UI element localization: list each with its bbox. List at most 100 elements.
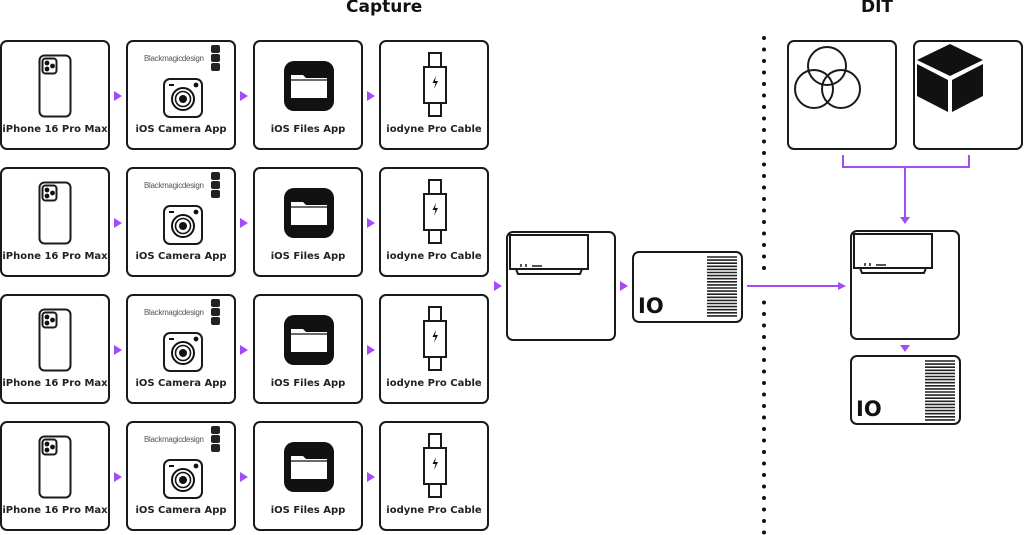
camera-app-icon xyxy=(163,459,203,499)
folder-icon xyxy=(284,188,334,238)
divider-dot xyxy=(762,93,766,98)
camera-app-icon xyxy=(163,205,203,245)
merge-connector xyxy=(842,155,970,168)
divider-dot xyxy=(762,519,766,523)
divider-dot xyxy=(762,496,766,500)
divider-dot xyxy=(762,427,766,431)
divider-dot xyxy=(762,530,766,535)
divider-dot xyxy=(762,323,766,328)
card-label: iOS Files App xyxy=(270,505,346,516)
capture-storage-card[interactable]: IO xyxy=(632,251,743,323)
brand-squares-icon xyxy=(211,172,220,198)
cable-card[interactable]: iodyne Pro Cable xyxy=(379,167,489,277)
card-label: iOS Files App xyxy=(270,378,346,389)
divider-dot xyxy=(762,358,766,362)
divider-dot xyxy=(762,300,766,305)
divider-dot xyxy=(762,243,766,247)
card-label: iodyne Pro Cable xyxy=(386,378,482,389)
brand-logo-text: Blackmagicdesign xyxy=(144,181,204,190)
iphone-card[interactable]: iPhone 16 Pro Max xyxy=(0,167,110,277)
divider-dot xyxy=(762,369,766,374)
cable-card[interactable]: iodyne Pro Cable xyxy=(379,294,489,404)
card-label: iodyne Pro Cable xyxy=(386,124,482,135)
divider-dot xyxy=(762,139,766,144)
divider-dot xyxy=(762,381,766,385)
color-grading-card[interactable] xyxy=(787,40,897,150)
usb-c-cable-icon xyxy=(423,179,447,244)
brand-logo-text: Blackmagicdesign xyxy=(144,54,204,63)
capture-computer-card[interactable] xyxy=(506,231,616,341)
folder-icon xyxy=(284,61,334,111)
divider-dot xyxy=(762,151,766,155)
iphone-icon xyxy=(38,181,72,245)
divider-dot xyxy=(762,220,766,224)
card-label: iPhone 16 Pro Max xyxy=(2,124,108,135)
flow-arrow xyxy=(367,218,375,228)
flow-arrow xyxy=(114,472,122,482)
storage-label: IO xyxy=(638,294,664,318)
camera-app-icon xyxy=(163,332,203,372)
divider-dot xyxy=(762,36,766,40)
card-label: iPhone 16 Pro Max xyxy=(2,251,108,262)
divider-dot xyxy=(762,70,766,75)
card-label: iOS Camera App xyxy=(135,124,227,135)
card-label: iOS Files App xyxy=(270,251,346,262)
files-app-card[interactable]: iOS Files App xyxy=(253,421,363,531)
divider-dot xyxy=(762,197,766,201)
divider-dot xyxy=(762,231,766,236)
flow-arrow xyxy=(367,345,375,355)
flow-arrow xyxy=(114,218,122,228)
brand-logo-text: Blackmagicdesign xyxy=(144,435,204,444)
iphone-icon xyxy=(38,54,72,118)
divider-dot xyxy=(762,450,766,454)
divider-dot xyxy=(762,415,766,420)
brand-squares-icon xyxy=(211,426,220,452)
divider-dot xyxy=(762,116,766,121)
divider-dot xyxy=(762,128,766,132)
files-app-card[interactable]: iOS Files App xyxy=(253,294,363,404)
usb-c-cable-icon xyxy=(423,306,447,371)
flow-arrow xyxy=(367,91,375,101)
iphone-card[interactable]: iPhone 16 Pro Max xyxy=(0,421,110,531)
divider-dot xyxy=(762,335,766,339)
down-arrowhead xyxy=(900,217,910,224)
dit-computer-card[interactable] xyxy=(850,230,960,340)
divider-dot xyxy=(762,461,766,466)
iphone-card[interactable]: iPhone 16 Pro Max xyxy=(0,40,110,150)
divider-dot xyxy=(762,208,766,213)
divider-dot xyxy=(762,185,766,190)
flow-arrow xyxy=(620,281,628,291)
card-label: iOS Files App xyxy=(270,124,346,135)
dit-storage-card[interactable]: IO xyxy=(850,355,961,425)
storage-vent-icon xyxy=(707,256,737,317)
files-app-card[interactable]: iOS Files App xyxy=(253,167,363,277)
camera-app-card[interactable]: Blackmagicdesign iOS Camera App xyxy=(126,40,236,150)
card-label: iodyne Pro Cable xyxy=(386,251,482,262)
iphone-icon xyxy=(38,435,72,499)
brand-squares-icon xyxy=(211,299,220,325)
flow-arrow xyxy=(114,345,122,355)
divider-dot xyxy=(762,47,766,52)
dit-heading: DIT xyxy=(861,0,894,17)
mac-studio-icon xyxy=(509,234,589,275)
card-label: iOS Camera App xyxy=(135,378,227,389)
cable-card[interactable]: iodyne Pro Cable xyxy=(379,40,489,150)
files-app-card[interactable]: iOS Files App xyxy=(253,40,363,150)
divider-dot xyxy=(762,174,766,178)
divider-dot xyxy=(762,346,766,351)
iphone-card[interactable]: iPhone 16 Pro Max xyxy=(0,294,110,404)
cable-card[interactable]: iodyne Pro Cable xyxy=(379,421,489,531)
lut-card[interactable] xyxy=(913,40,1023,150)
usb-c-cable-icon xyxy=(423,433,447,498)
divider-dot xyxy=(762,404,766,408)
flow-arrow xyxy=(240,345,248,355)
brand-squares-icon xyxy=(211,45,220,71)
divider-dot xyxy=(762,162,766,167)
flow-arrow-down xyxy=(900,345,910,352)
flow-arrow xyxy=(367,472,375,482)
mac-studio-icon xyxy=(853,233,933,274)
